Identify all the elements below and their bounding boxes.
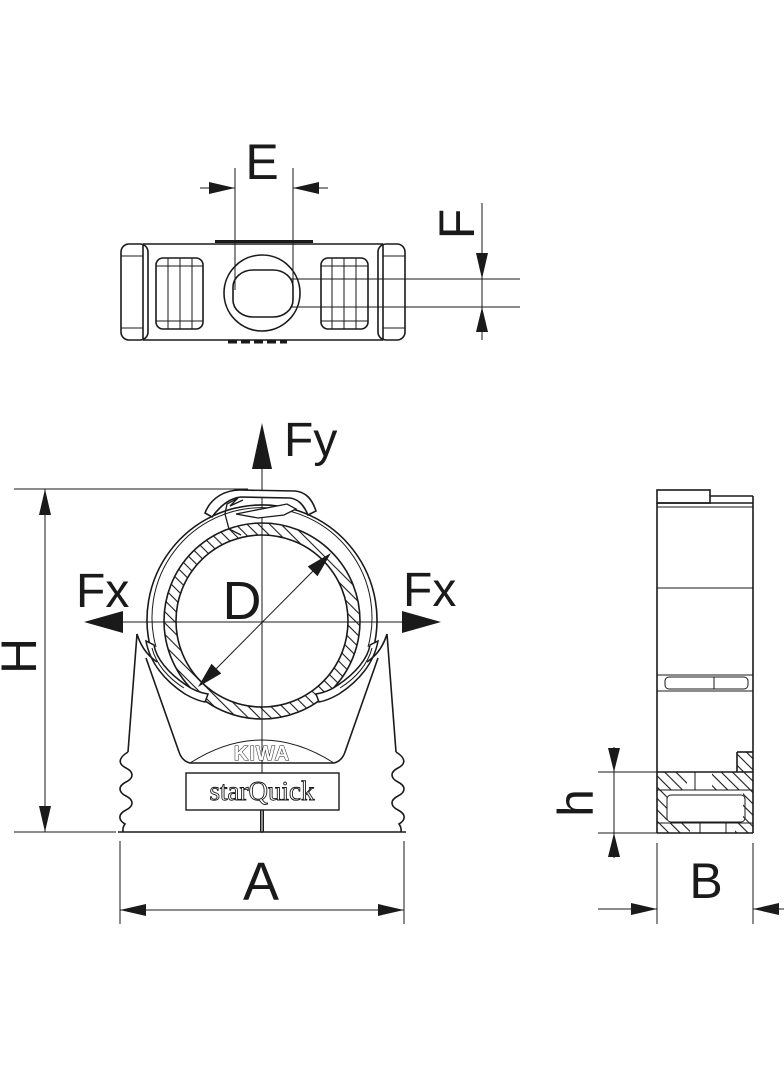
- side-latch-tab: [656, 489, 711, 504]
- arrow-downleft-icon: [198, 663, 222, 687]
- dim-h-base: h: [548, 747, 657, 858]
- dim-a: A: [119, 841, 405, 924]
- dim-b: B: [598, 843, 784, 924]
- dim-label-h-height: H: [0, 638, 47, 674]
- latch-hook: [224, 497, 244, 536]
- pipe-ring-outer: [163, 522, 361, 720]
- arrow-up-icon: [608, 833, 620, 857]
- kiwa-arch: [189, 739, 335, 764]
- force-arrow-up-icon: [252, 423, 272, 469]
- side-base-slot: [666, 794, 746, 823]
- arrow-right-icon: [378, 904, 404, 916]
- top-view-left-cap: [120, 243, 149, 341]
- force-fx-left: Fx: [76, 565, 129, 633]
- arrow-down-icon: [39, 806, 51, 832]
- side-ear-band: [664, 676, 749, 690]
- screw-slot-hole: [232, 269, 294, 318]
- arrow-upright-icon: [307, 553, 331, 577]
- dim-h-height: H: [0, 488, 248, 833]
- clamp-shell-inner: [151, 507, 373, 648]
- right-snap-ear: [314, 639, 380, 703]
- starquick-plate: [185, 772, 340, 811]
- dim-label-f: F: [429, 209, 485, 240]
- dim-f: F: [290, 203, 520, 340]
- left-wave-edge: [119, 751, 133, 833]
- dim-d: D: [198, 553, 331, 687]
- arrow-left-icon: [753, 903, 779, 915]
- arrow-down-icon: [608, 748, 620, 772]
- right-ribbed-pad: [320, 257, 369, 330]
- dim-label-b: B: [689, 853, 722, 909]
- right-wave-edge: [391, 751, 405, 833]
- left-snap-ear: [144, 639, 210, 703]
- force-label-fx-right: Fx: [403, 564, 456, 617]
- force-fy: Fy: [252, 414, 337, 469]
- kiwa-logo: KIWA: [234, 743, 290, 765]
- clamp-shell-outer: [146, 504, 378, 651]
- dim-label-d: D: [223, 571, 262, 631]
- force-label-fy: Fy: [284, 414, 337, 467]
- pipe-ring-inner: [175, 534, 349, 708]
- force-label-fx-left: Fx: [76, 565, 129, 618]
- arrow-up-icon: [476, 307, 488, 332]
- side-base-section: [657, 751, 753, 834]
- arrow-left-icon: [120, 904, 146, 916]
- arrow-up-icon: [39, 489, 51, 515]
- dim-label-e: E: [245, 134, 278, 190]
- clamp-body: KIWA starQuick: [118, 633, 406, 833]
- latch: [204, 489, 317, 536]
- arrow-right-icon: [631, 903, 657, 915]
- dim-label-h-base: h: [548, 789, 604, 817]
- top-view: E F: [120, 134, 520, 344]
- arrow-left-icon: [293, 182, 319, 194]
- force-fx-right: Fx: [402, 564, 456, 633]
- force-arrow-right-icon: [402, 611, 441, 633]
- latch-pawl: [235, 503, 298, 519]
- side-view: h B: [548, 489, 784, 924]
- top-view-right-cap: [377, 243, 406, 341]
- front-view: KIWA starQuick D Fy Fx Fx: [0, 414, 456, 924]
- arrow-right-icon: [209, 182, 235, 194]
- force-arrow-left-icon: [84, 611, 123, 633]
- starquick-logo: starQuick: [210, 776, 315, 806]
- arrow-down-icon: [476, 253, 488, 279]
- left-ribbed-pad: [155, 257, 204, 330]
- dim-label-a: A: [243, 852, 279, 912]
- dim-e: E: [200, 134, 328, 290]
- screw-boss-circle: [223, 254, 301, 332]
